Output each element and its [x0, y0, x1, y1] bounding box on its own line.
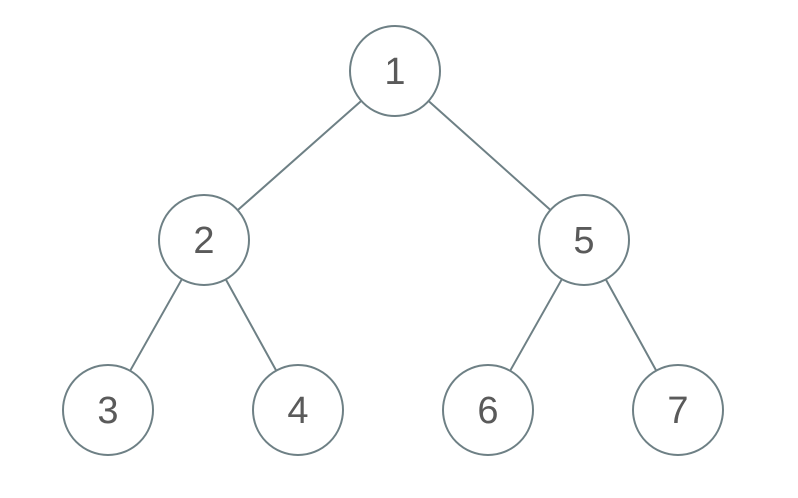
tree-edge-1-5 — [427, 99, 552, 212]
tree-edge-2-3 — [129, 278, 183, 372]
tree-node-2[interactable]: 2 — [158, 194, 250, 286]
node-circle-5 — [538, 194, 630, 286]
node-layer: 1 2 5 3 4 6 7 — [62, 25, 724, 456]
tree-edge-2-4 — [224, 278, 278, 372]
node-label-2: 2 — [193, 220, 214, 262]
node-label-5: 5 — [573, 220, 594, 262]
tree-node-5[interactable]: 5 — [538, 194, 630, 286]
node-label-1: 1 — [384, 51, 405, 93]
node-label-3: 3 — [97, 390, 118, 432]
node-circle-3 — [62, 364, 154, 456]
node-label-4: 4 — [287, 390, 308, 432]
node-label-7: 7 — [667, 390, 688, 432]
node-circle-4 — [252, 364, 344, 456]
tree-edge-5-7 — [604, 278, 658, 372]
node-circle-1 — [349, 25, 441, 117]
edge-layer — [129, 99, 658, 372]
tree-node-4[interactable]: 4 — [252, 364, 344, 456]
tree-edge-5-6 — [509, 278, 563, 372]
tree-node-7[interactable]: 7 — [632, 364, 724, 456]
node-circle-2 — [158, 194, 250, 286]
tree-node-1[interactable]: 1 — [349, 25, 441, 117]
node-label-6: 6 — [477, 390, 498, 432]
tree-edge-1-2 — [236, 99, 363, 212]
tree-node-6[interactable]: 6 — [442, 364, 534, 456]
node-circle-7 — [632, 364, 724, 456]
tree-node-3[interactable]: 3 — [62, 364, 154, 456]
node-circle-6 — [442, 364, 534, 456]
